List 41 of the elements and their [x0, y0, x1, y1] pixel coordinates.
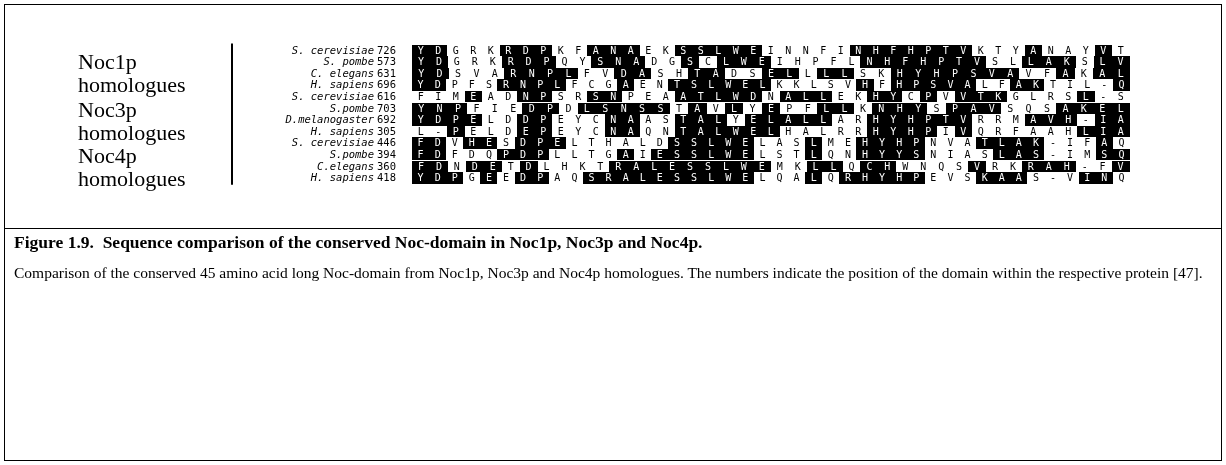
aligned-sequence: Y D P G E E D P A Q S R A L E S S L W E L Q A L Q R H Y H P E V S K A A S - V I N Q — [412, 172, 1130, 184]
group-label: Noc3p homologues — [78, 98, 187, 144]
figure-heading: Figure 1.9. Sequence comparison of the conserved Noc-domain in Noc1p, Noc3p and Noc4p. — [14, 232, 703, 253]
group-label: Noc1p homologues — [78, 50, 187, 96]
aligned-sequence: F D F D Q P D P L L T G A I E S S L W E L S T L Q N H Y Y S N I A S L A S - I M S Q — [412, 148, 1130, 161]
species-name: S. cerevisiae — [290, 137, 374, 149]
aligned-sequence: Y D P F S R N P L F C G A E N T S L W E L K K L S V H F H P S V A L F A K T I L - Q — [412, 79, 1130, 91]
aligned-sequence: F D V H E S D P E L T H A L D S S L W E L A S L M E H Y H P N V A T L A K - I F A Q — [412, 137, 1130, 149]
species-name: S. pombe — [322, 56, 374, 68]
position-number: 616 — [377, 90, 396, 103]
figure-caption: Comparison of the conserved 45 amino acid long Noc-domain from Noc1p, Noc3p and Noc4p homologues. The numbers indicate the position of the domain within the respective protein [47]. — [14, 263, 1204, 283]
species-name: D.melanogaster — [284, 114, 374, 126]
aligned-sequence: F I M E A D N P S R S N P E A A T L W D N A L L E K H Y C P V V T K G L R S L - S — [416, 90, 1125, 103]
group-label: Noc4p homologues — [78, 144, 187, 190]
species-name: S.pombe — [328, 102, 374, 115]
position-number: 726 — [377, 44, 396, 57]
aligned-sequence: Y N P F I E D P D L S N S S T A V L Y E P F L L K N H Y S P A V S Q S A K E L — [412, 102, 1130, 115]
aligned-sequence: F D N D E T D L H K T R A L E S S L W E M K L L Q C H W N Q S V R K R A H - F V — [412, 160, 1130, 173]
species-name: H. sapiens — [309, 79, 374, 91]
position-number: 631 — [377, 67, 396, 80]
species-name: H. sapiens — [310, 125, 374, 138]
species-name: H. sapiens — [309, 172, 374, 184]
species-name: C. elegans — [309, 67, 374, 80]
species-name: S. cerevisiae — [290, 90, 374, 103]
position-number: 360 — [377, 160, 396, 173]
species-name: C.elegans — [316, 160, 374, 173]
position-number: 703 — [377, 102, 396, 115]
position-number: 692 — [377, 114, 396, 126]
aligned-sequence: Y D G R K R D P Q Y S N A D G S C L W E I H P F L N H F H P T V S L L A K S L V — [412, 56, 1130, 68]
aligned-sequence: Y D P E L D D P E Y C N A A S T A L Y E L A L L A R H Y H P T V R R M A V H - I A — [412, 114, 1130, 126]
species-name: S. cerevisiae — [290, 44, 374, 57]
aligned-sequence: Y D S V A R N P L F V D A S H T A D S E L L L L S K H Y H P S V A V F A K A L — [412, 67, 1130, 80]
aligned-sequence: Y D G R K R D P K F A N A E K S S L W E I N N F I N H F H P T V K T Y A N A Y V T — [412, 44, 1130, 57]
position-number: 696 — [377, 79, 396, 91]
position-number: 418 — [377, 172, 396, 184]
species-name: S.pombe — [328, 148, 374, 161]
position-number: 573 — [377, 56, 396, 68]
position-number: 394 — [377, 148, 396, 161]
position-number: 446 — [377, 137, 396, 149]
position-number: 305 — [377, 125, 396, 138]
aligned-sequence: L - P E L D E P E Y C N A Q N T A L W E L H A L R R H Y H P I V Q R F A A H L I A — [412, 125, 1130, 138]
